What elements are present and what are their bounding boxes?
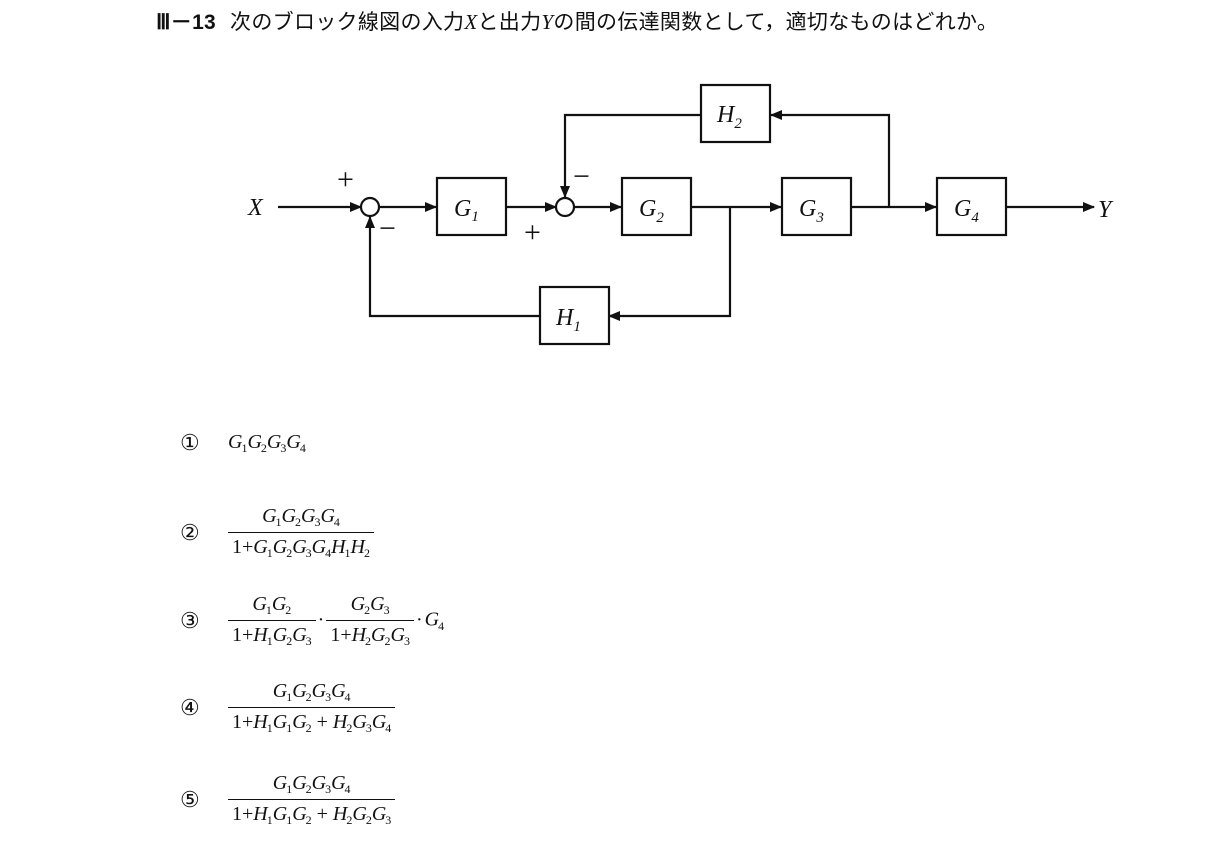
option-4[interactable]: ④ G1G2G3G4 1+H1G1G2 + H2G3G4 [180,680,396,736]
block-h2-label: H2 [716,102,742,132]
sum2-minus-sign: − [573,160,590,193]
numerator: G1G2G3G4 [272,680,351,704]
input-label: X [247,195,264,221]
block-g4-label: G4 [954,196,979,226]
option-fraction: G1G2G3G4 1+G1G2G3G4H1H2 [228,505,374,561]
block-g2-label: G2 [639,196,664,226]
block-g1 [435,176,508,237]
option-5[interactable]: ⑤ G1G2G3G4 1+H1G1G2 + H2G2G3 [180,772,396,828]
sum1-minus-sign: − [379,212,396,245]
block-g2 [620,176,693,237]
summing-junction-1 [359,196,381,218]
denominator: 1+H1G1G2 + H2G2G3 [228,799,396,828]
option-fraction: G1G2G3G4 1+H1G1G2 + H2G3G4 [228,680,396,736]
option-number: ② [180,520,200,545]
numerator: G1G2G3G4 [262,505,340,529]
output-label: Y [1098,197,1114,223]
option-number: ③ [180,608,200,633]
summing-junction-2 [554,196,576,218]
denominator: 1+G1G2G3G4H1H2 [228,532,374,561]
option-1[interactable]: ① G1G2G3G4 [180,430,306,456]
block-h1-label: H1 [555,305,581,335]
numerator: G1G2G3G4 [272,772,351,796]
option-expression: G1G2G3G4 [228,430,306,455]
block-g1-label: G1 [454,196,479,225]
option-fraction: G1G2G3G4 1+H1G1G2 + H2G2G3 [228,772,396,828]
option-number: ① [180,430,200,455]
question-number: Ⅲ－13 [156,11,217,34]
denominator: 1+H1G1G2 + H2G3G4 [228,707,396,736]
option-number: ④ [180,695,200,720]
block-g4 [935,176,1008,237]
block-g3 [780,176,853,237]
block-h1 [538,285,611,346]
option-2[interactable]: ② G1G2G3G4 1+G1G2G3G4H1H2 [180,505,374,561]
block-g3-label: G3 [799,196,824,226]
block-diagram: X Y G1 G2 G3 G4 H2 H1 + − + − [247,83,1114,346]
block-h2 [699,83,772,144]
sum1-plus-sign: + [337,163,354,196]
option-number: ⑤ [180,787,200,812]
sum2-plus-sign: + [524,216,541,249]
